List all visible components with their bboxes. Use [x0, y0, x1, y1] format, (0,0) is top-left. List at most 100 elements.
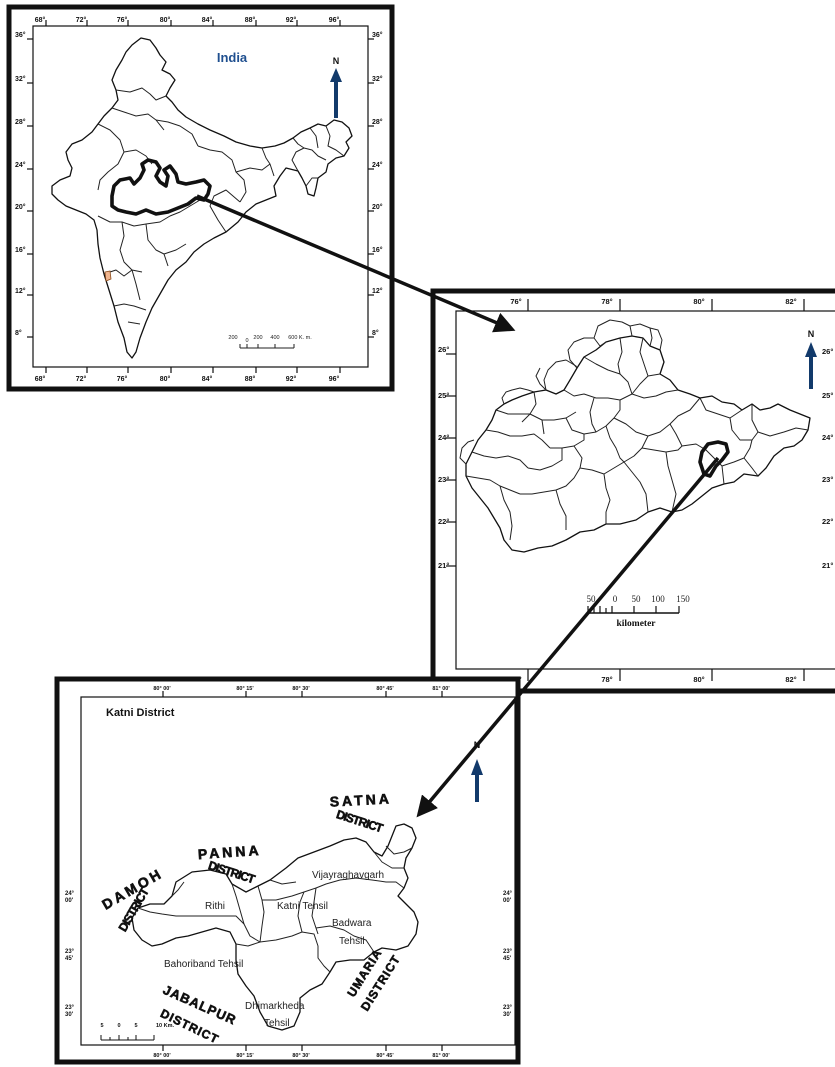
state-top-tick-label: 76°: [510, 297, 521, 306]
district-scale-number: 5: [134, 1023, 137, 1029]
district-left-tick-label: 24°: [65, 891, 75, 897]
state-top-tick-label: 82°: [785, 297, 796, 306]
district-title: Katni District: [106, 707, 175, 719]
state-left-tick-label: 26°: [438, 345, 449, 354]
india-bottom-tick-label: 72°: [76, 375, 87, 383]
india-scale-number: 600 K. m.: [288, 335, 312, 341]
india-left-tick-label: 16°: [15, 246, 26, 254]
india-top-tick-label: 68°: [35, 16, 46, 24]
india-neatline: [32, 25, 369, 368]
district-right-tick-label: 24°: [503, 891, 513, 897]
india-right-tick-label: 8°: [372, 329, 379, 337]
india-left-tick-label: 32°: [15, 75, 26, 83]
india-bottom-tick-label: 96°: [329, 375, 340, 383]
panna-label: PANNA: [197, 842, 262, 862]
india-left-tick-label: 8°: [15, 329, 22, 337]
state-left-tick-label: 25°: [438, 391, 449, 400]
tehsil-labels: Rithi Katni Tehsil Vijayraghavgarh Badwa…: [164, 870, 384, 1029]
tehsil-label: Bahoriband Tehsil: [164, 959, 243, 970]
district-left-tick-label: 30': [65, 1012, 74, 1018]
district-left-tick-label: 45': [65, 956, 74, 962]
india-top-tick-label: 72°: [76, 16, 87, 24]
india-right-tick-label: 32°: [372, 75, 383, 83]
district-right-tick-label: 30': [503, 1012, 512, 1018]
tehsil-label: Vijayraghavgarh: [312, 870, 384, 881]
state-scale-number: 150: [676, 594, 690, 604]
india-top-tick-label: 84°: [202, 16, 213, 24]
state-right-tick-label: 26°: [822, 347, 833, 356]
state-scale-number: 50: [587, 594, 597, 604]
state-bottom-tick-label: 80°: [693, 675, 704, 684]
india-scale-number: 200: [253, 335, 262, 341]
state-left-tick-label: 23°: [438, 475, 449, 484]
india-top-tick-label: 92°: [286, 16, 297, 24]
state-right-tick-label: 23°: [822, 475, 833, 484]
tehsil-label: Dhimarkheda: [245, 1001, 305, 1012]
satna-label: SATNA: [329, 790, 392, 809]
connector-arrows: [196, 194, 720, 818]
state-top-tick-label: 78°: [601, 297, 612, 306]
india-left-tick-label: 36°: [15, 31, 26, 39]
state-right-tick-label: 24°: [822, 433, 833, 442]
india-bottom-tick-label: 88°: [245, 375, 256, 383]
state-ticks: [446, 299, 805, 681]
district-neatline: [80, 696, 516, 1046]
india-north-arrow: N: [330, 56, 342, 118]
district-bottom-tick-label: 80° 00': [153, 1053, 171, 1059]
india-scale-bar: 200 0 200 400 600 K. m.: [228, 335, 312, 349]
india-right-tick-label: 24°: [372, 161, 383, 169]
tehsil-label: Katni Tehsil: [277, 901, 328, 912]
state-left-tick-label: 22°: [438, 517, 449, 526]
state-scale-unit: kilometer: [616, 619, 656, 629]
tehsil-label: Badwara: [332, 918, 372, 929]
india-to-state-arrow: [196, 194, 516, 333]
state-bottom-tick-label: 82°: [785, 675, 796, 684]
district-right-tick-label: 45': [503, 956, 512, 962]
india-left-tick-label: 20°: [15, 203, 26, 211]
district-scale-number: 0: [117, 1023, 120, 1029]
india-outline: [51, 37, 353, 359]
state-to-district-arrow: [416, 456, 720, 818]
tehsil-label: Tehsil: [264, 1018, 290, 1029]
state-left-tick-label: 21°: [438, 561, 449, 570]
india-top-tick-label: 80°: [160, 16, 171, 24]
tehsil-label: Tehsil: [339, 936, 365, 947]
district-right-tick-label: 23°: [503, 1005, 513, 1011]
district-right-tick-label: 00': [503, 898, 512, 904]
district-panel: 80° 00' 80° 15' 80° 30' 80° 45' 81° 00' …: [54, 676, 521, 1065]
district-right-tick-label: 23°: [503, 949, 513, 955]
india-bottom-tick-label: 80°: [160, 375, 171, 383]
india-scale-number: 0: [245, 338, 248, 344]
india-right-tick-label: 36°: [372, 31, 383, 39]
india-bottom-tick-label: 92°: [286, 375, 297, 383]
district-tehsil-boundaries: [137, 845, 413, 973]
district-top-tick-label: 80° 15': [236, 686, 254, 692]
district-outline: [131, 823, 419, 1031]
state-neatline: [455, 310, 835, 670]
district-scale-bar: 5 0 5 10 Km.: [100, 1023, 174, 1041]
district-left-tick-label: 23°: [65, 1005, 75, 1011]
india-bottom-tick-label: 68°: [35, 375, 46, 383]
india-top-tick-label: 88°: [245, 16, 256, 24]
district-frame: [54, 676, 521, 1065]
goa-highlight: [104, 270, 112, 282]
state-district-boundaries: [459, 319, 809, 541]
district-top-tick-label: 81° 00': [432, 686, 450, 692]
district-bottom-tick-label: 80° 45': [376, 1053, 394, 1059]
india-ticks: [27, 20, 374, 373]
district-ticks: [162, 691, 443, 1051]
district-bottom-tick-label: 80° 15': [236, 1053, 254, 1059]
state-right-tick-label: 21°: [822, 561, 833, 570]
district-top-tick-label: 80° 30': [292, 686, 310, 692]
state-north-arrow: N: [805, 329, 817, 389]
state-scale-number: 100: [651, 594, 665, 604]
district-left-tick-label: 00': [65, 898, 74, 904]
state-north-label: N: [808, 329, 815, 339]
india-right-tick-label: 28°: [372, 118, 383, 126]
india-left-tick-label: 12°: [15, 287, 26, 295]
state-scale-number: 50: [632, 594, 642, 604]
india-bottom-tick-label: 76°: [117, 375, 128, 383]
district-scale-number: 5: [100, 1023, 103, 1029]
state-panel: 76° 78° 80° 82° 76° 78° 80° 82° 26° 25° …: [430, 288, 835, 694]
india-title: India: [217, 50, 248, 65]
